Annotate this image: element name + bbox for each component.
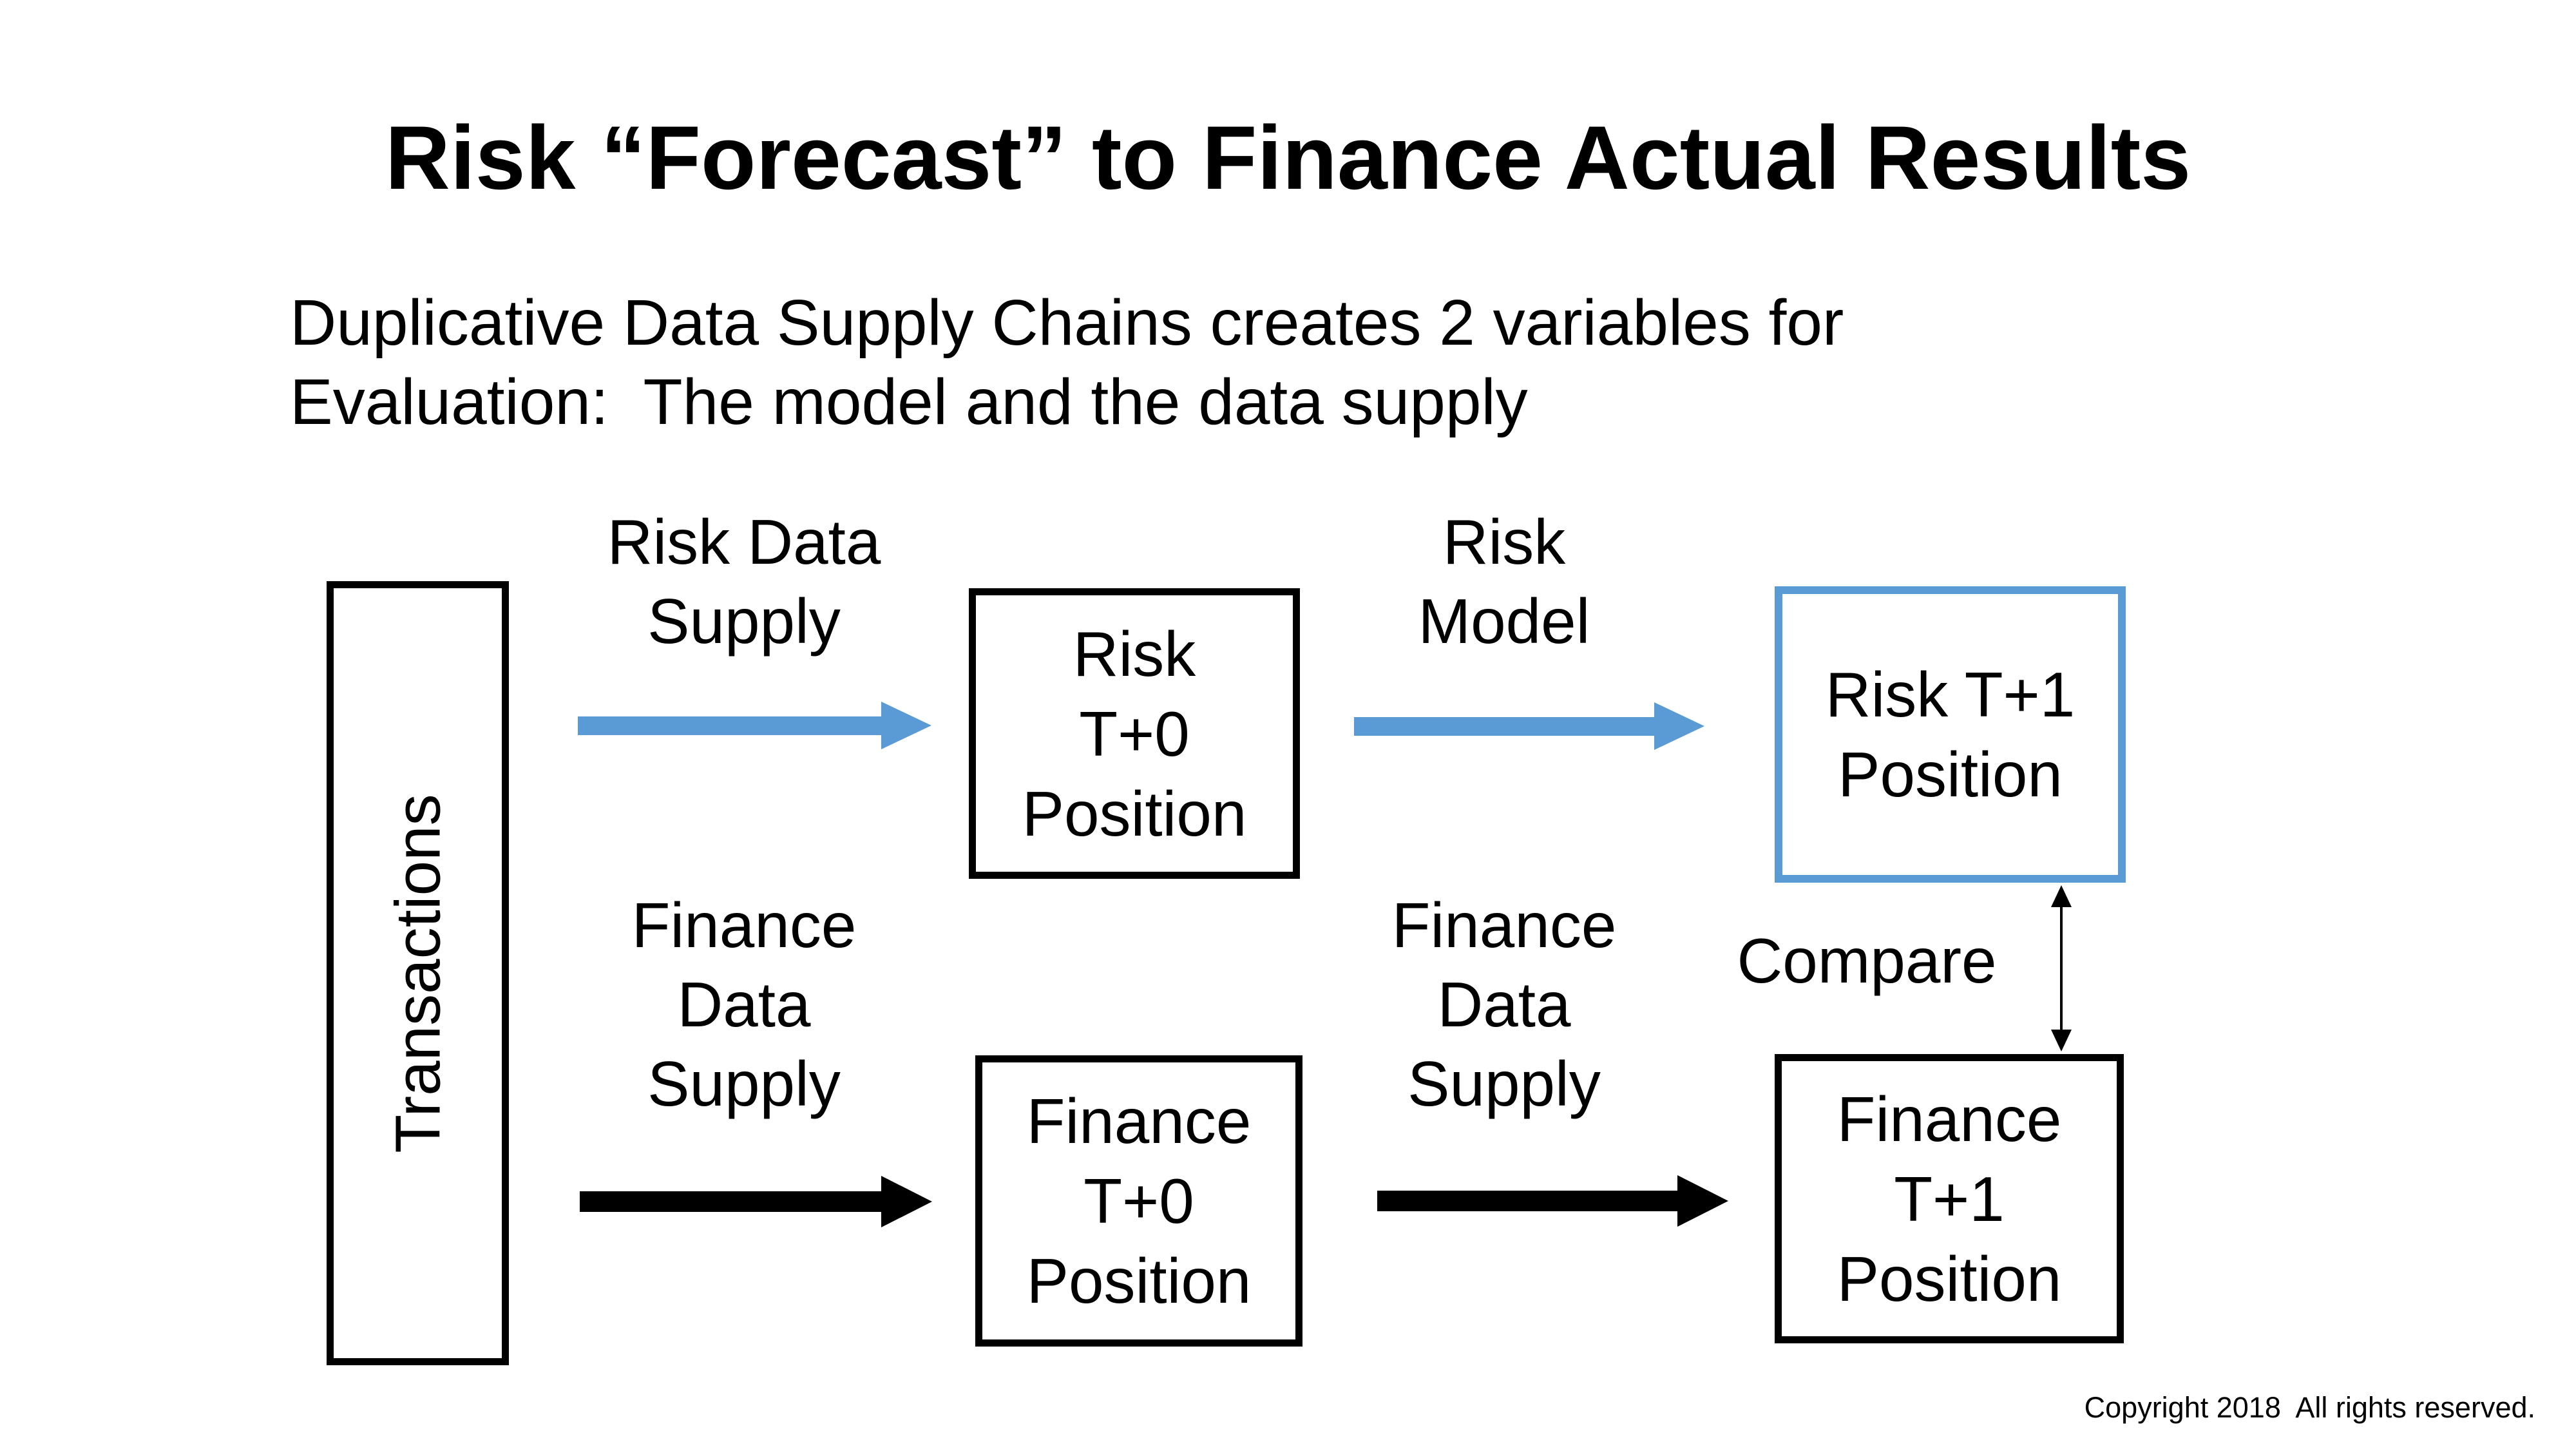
label-line: Risk Data (607, 506, 881, 577)
box-text-line: Position (1838, 739, 2063, 810)
box-text-line: T+0 (1079, 698, 1190, 769)
arrow-shaft (580, 1191, 881, 1212)
arrow-line (2060, 902, 2063, 1035)
subtitle-line-1: Duplicative Data Supply Chains creates 2… (290, 287, 1844, 359)
label-line: Supply (647, 1048, 841, 1119)
arrow-right-icon (1677, 1175, 1728, 1227)
finance-t1-position-box: Finance T+1 Position (1775, 1054, 2124, 1343)
label-line: Supply (647, 586, 841, 657)
copyright-text: Copyright 2018 All rights reserved. (2084, 1391, 2535, 1424)
box-text-line: T+1 (1894, 1163, 2005, 1234)
box-text-line: Risk (1073, 618, 1196, 689)
arrow-right-icon (881, 702, 931, 749)
arrow-shaft (1377, 1191, 1677, 1211)
finance-data-supply-right-label: Finance Data Supply (1343, 886, 1665, 1124)
finance-data-supply-left-label: Finance Data Supply (583, 886, 905, 1124)
label-line: Data (1437, 969, 1571, 1040)
compare-double-arrow (2048, 885, 2074, 1051)
label-line: Supply (1407, 1048, 1601, 1119)
box-text-line: Position (1837, 1243, 2062, 1314)
page-title: Risk “Forecast” to Finance Actual Result… (385, 107, 2191, 208)
risk-data-supply-label: Risk Data Supply (583, 503, 905, 661)
box-text-line: Position (1026, 1245, 1252, 1316)
transactions-label: Transactions (382, 793, 453, 1153)
finance-t0-position-box: Finance T+0 Position (975, 1055, 1302, 1347)
box-text-line: Finance (1026, 1086, 1252, 1156)
subtitle-line-2: Evaluation: The model and the data suppl… (290, 366, 1528, 438)
risk-model-label: Risk Model (1343, 503, 1665, 661)
risk-t1-position-box: Risk T+1 Position (1775, 586, 2126, 883)
arrow-down-icon (2051, 1030, 2072, 1051)
arrow-shaft (1354, 717, 1654, 736)
box-text-line: T+0 (1083, 1166, 1194, 1236)
label-line: Data (677, 969, 811, 1040)
arrow-right-icon (881, 1176, 932, 1227)
label-line: Finance (1391, 890, 1617, 961)
box-text-line: Risk T+1 (1825, 659, 2075, 730)
label-line: Risk (1442, 506, 1566, 577)
arrow-right-icon (1654, 702, 1704, 750)
box-text-line: Finance (1837, 1083, 2062, 1155)
compare-label: Compare (1737, 925, 1997, 996)
subtitle: Duplicative Data Supply Chains creates 2… (290, 283, 2029, 442)
label-line: Finance (631, 890, 857, 961)
label-line: Model (1418, 586, 1590, 657)
arrow-shaft (578, 716, 881, 735)
risk-t0-position-box: Risk T+0 Position (969, 588, 1300, 879)
box-text-line: Position (1022, 778, 1247, 849)
transactions-box: Transactions (327, 581, 509, 1365)
